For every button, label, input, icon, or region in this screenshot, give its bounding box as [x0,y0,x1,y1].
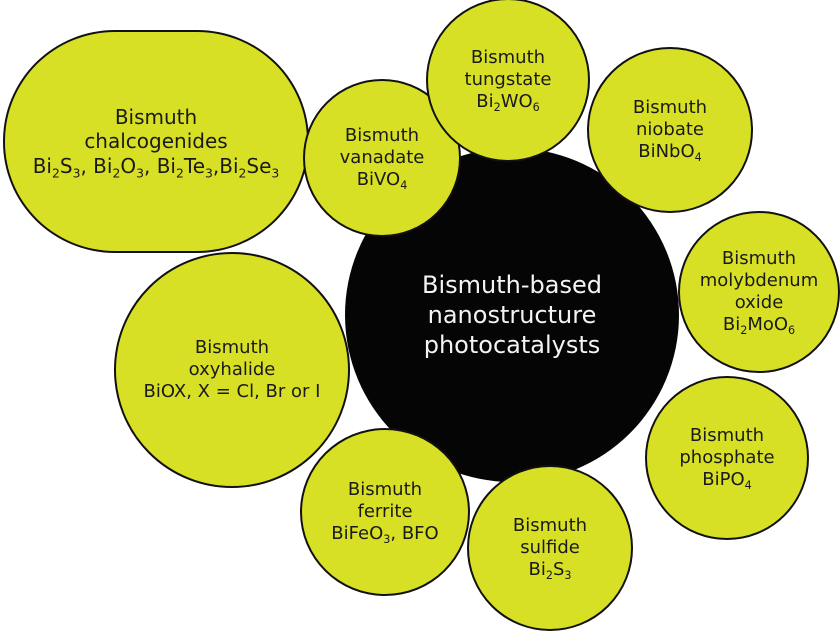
node-formula: Bi2WO6 [476,90,540,114]
node-subtitle: phosphate [679,447,775,469]
node-bismuth-oxyhalide: Bismuth oxyhalide BiOX, X = Cl, Br or I [114,252,350,488]
node-bismuth-niobate: Bismuth niobate BiNbO4 [587,47,753,213]
center-title-line-1: Bismuth-based [422,271,602,299]
node-formula: BiFeO3, BFO [331,522,439,546]
node-bismuth-ferrite: Bismuth ferrite BiFeO3, BFO [300,428,470,596]
node-title: Bismuth [689,425,765,447]
node-title: Bismuth [470,47,546,69]
node-subtitle-2: oxide [734,292,784,313]
node-title: Bismuth [344,125,420,147]
node-title: Bismuth [347,479,423,501]
node-bismuth-vanadate: Bismuth vanadate BiVO4 [303,79,461,237]
node-bismuth-molybdenum-oxide: Bismuth molybdenum oxide Bi2MoO6 [678,211,840,373]
node-bismuth-sulfide: Bismuth sulfide Bi2S3 [467,465,633,631]
node-title: Bismuth [114,104,198,129]
center-title-line-2: nanostructure [427,301,597,329]
node-subtitle: vanadate [339,147,425,169]
node-bismuth-chalcogenides: Bismuth chalcogenides Bi2S3, Bi2O3, Bi2T… [3,30,309,253]
node-formula: BiPO4 [702,468,752,492]
node-subtitle: oxyhalide [188,359,276,381]
node-bismuth-phosphate: Bismuth phosphate BiPO4 [645,376,809,540]
node-formula: Bi2S3, Bi2O3, Bi2Te3,Bi2Se3 [32,153,280,181]
node-subtitle: sulfide [520,537,580,559]
node-subtitle: niobate [635,119,704,141]
node-title: Bismuth [194,337,270,359]
center-title-line-3: photocatalysts [423,331,601,359]
node-formula: Bi2MoO6 [722,313,796,337]
node-subtitle: tungstate [464,69,552,91]
node-subtitle: ferrite [357,501,413,523]
node-title: Bismuth [721,248,797,270]
node-formula: Bi2S3 [528,558,572,582]
node-title: Bismuth [512,515,588,537]
node-bismuth-tungstate: Bismuth tungstate Bi2WO6 [426,0,590,162]
node-formula: BiNbO4 [638,140,702,164]
node-formula: BiVO4 [356,168,408,192]
node-formula: BiOX, X = Cl, Br or I [143,380,321,402]
node-subtitle: chalcogenides [84,129,228,154]
node-title: Bismuth [632,97,708,119]
node-subtitle: molybdenum [699,270,819,292]
